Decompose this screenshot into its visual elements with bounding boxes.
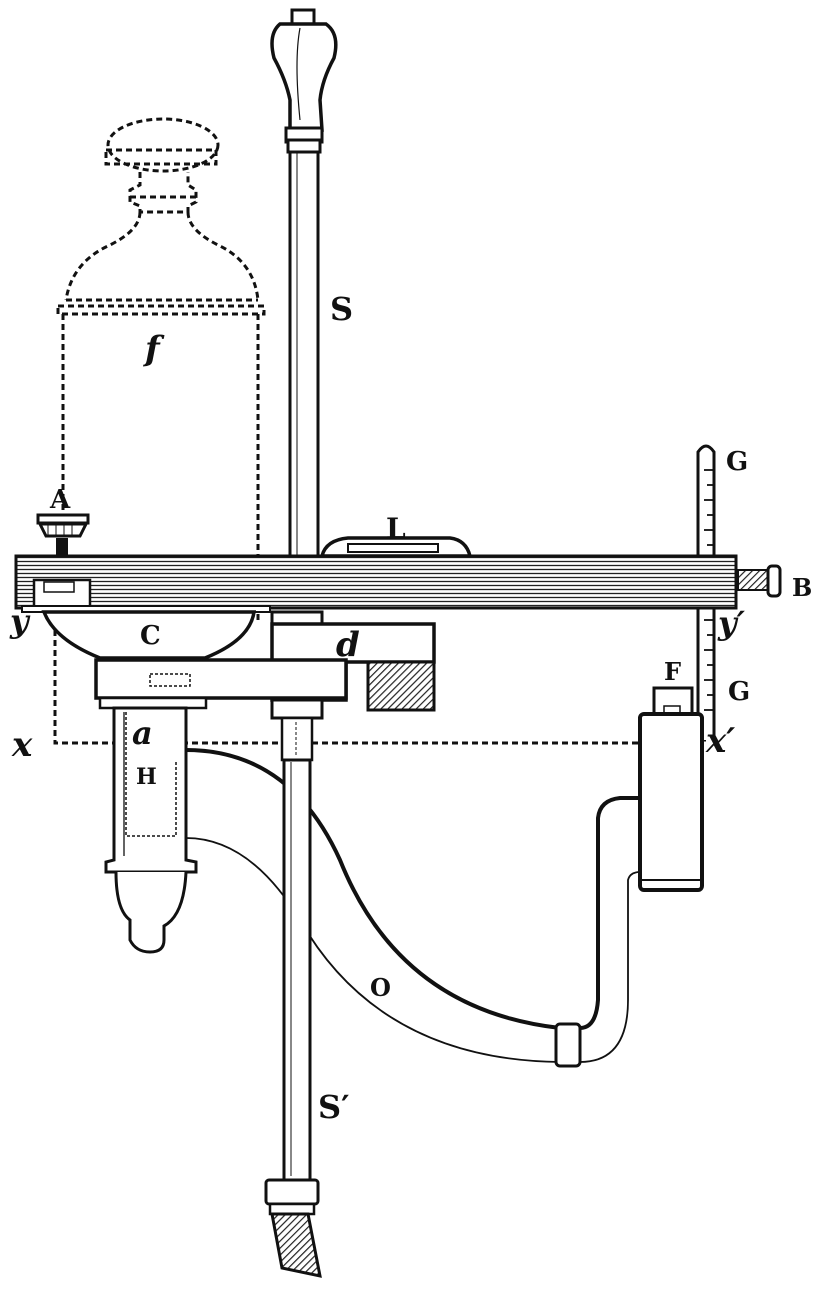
screw-a (36, 513, 90, 558)
rod-knob (270, 8, 338, 154)
label-c: C (140, 621, 161, 651)
bowl-c (41, 610, 257, 660)
label-x: x (11, 725, 33, 765)
label-f-block: F (664, 657, 681, 686)
label-x-prime: x′ (705, 721, 735, 761)
label-h: H (136, 764, 157, 790)
label-d: d (336, 625, 360, 665)
block-f (638, 686, 704, 892)
level-l (319, 536, 473, 558)
label-y-prime: y′ (717, 604, 746, 642)
labels: S f A L G B y y′ C d F G a x x′ H O S′ (9, 290, 812, 1126)
label-f: f (143, 329, 165, 369)
label-o: O (370, 973, 391, 1002)
label-a-lower: a (132, 714, 153, 752)
label-s-prime: S′ (318, 1088, 350, 1126)
label-s: S (330, 290, 353, 328)
upper-rod-s (288, 148, 320, 562)
bottle-outline (53, 117, 710, 745)
label-g-lower: G (728, 677, 750, 707)
label-y: y (9, 602, 31, 640)
lower-rod-s-prime (264, 698, 324, 1278)
screw-b (737, 564, 782, 598)
label-g-top: G (726, 447, 748, 477)
label-b: B (792, 573, 812, 602)
horizontal-bar (14, 554, 738, 613)
collar (94, 658, 348, 710)
label-l: L (386, 512, 406, 545)
tube-h (104, 706, 198, 954)
label-a: A (49, 485, 71, 515)
tube-o (185, 748, 641, 1068)
